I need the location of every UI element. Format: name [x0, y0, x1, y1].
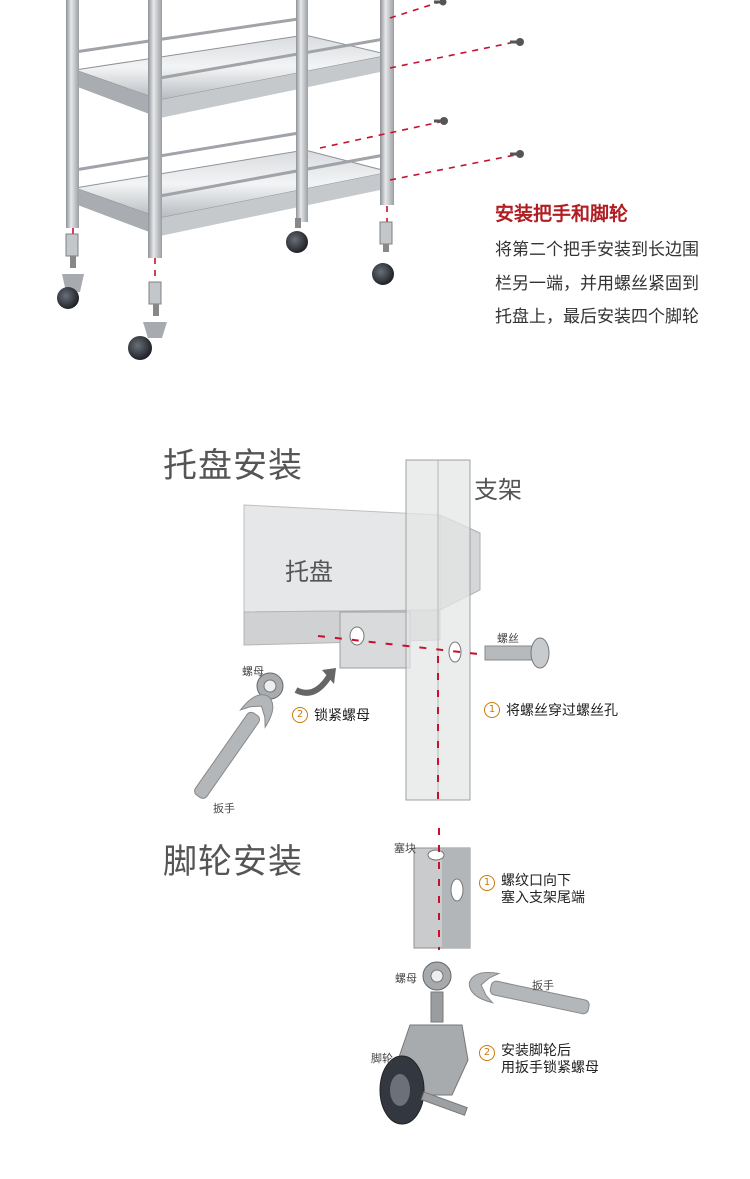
tray-label: 托盘 — [285, 558, 333, 586]
caster-label: 脚轮 — [371, 1052, 393, 1065]
caster-step-2: 2 安装脚轮后 用扳手锁紧螺母 — [479, 1043, 599, 1077]
caster-step-1: 1 螺纹口向下 塞入支架尾端 — [479, 873, 585, 907]
caster-step-1-line-1: 螺纹口向下 — [501, 873, 571, 889]
step-number-badge: 2 — [479, 1045, 495, 1061]
caster-wrench-label: 扳手 — [532, 979, 554, 992]
caster-step-2-line-1: 安装脚轮后 — [501, 1043, 571, 1059]
screw-label: 螺丝 — [497, 632, 519, 645]
intro-line-3: 托盘上，最后安装四个脚轮 — [495, 307, 699, 327]
step-number-badge: 1 — [484, 702, 500, 718]
tray-install-title: 托盘安装 — [163, 446, 303, 486]
tray-step-2: 2 锁紧螺母 — [292, 705, 370, 725]
caster-step-2-line-2: 用扳手锁紧螺母 — [501, 1060, 599, 1076]
caster-install-title: 脚轮安装 — [163, 842, 303, 882]
caster-nut-label: 螺母 — [395, 972, 417, 985]
bracket-label: 支架 — [474, 476, 522, 504]
step-number-badge: 1 — [479, 875, 495, 891]
plug-label: 塞块 — [394, 842, 416, 855]
tray-step-1-text: 将螺丝穿过螺丝孔 — [506, 703, 618, 719]
tray-step-2-text: 锁紧螺母 — [314, 708, 370, 724]
tray-step-1: 1 将螺丝穿过螺丝孔 — [484, 700, 618, 720]
intro-line-2: 栏另一端，并用螺丝紧固到 — [495, 274, 699, 294]
step-number-badge: 2 — [292, 707, 308, 723]
wrench-label: 扳手 — [213, 802, 235, 815]
caster-step-1-line-2: 塞入支架尾端 — [501, 890, 585, 906]
intro-line-1: 将第二个把手安装到长边围 — [495, 240, 699, 260]
intro-title: 安装把手和脚轮 — [495, 203, 629, 225]
nut-label: 螺母 — [242, 665, 264, 678]
